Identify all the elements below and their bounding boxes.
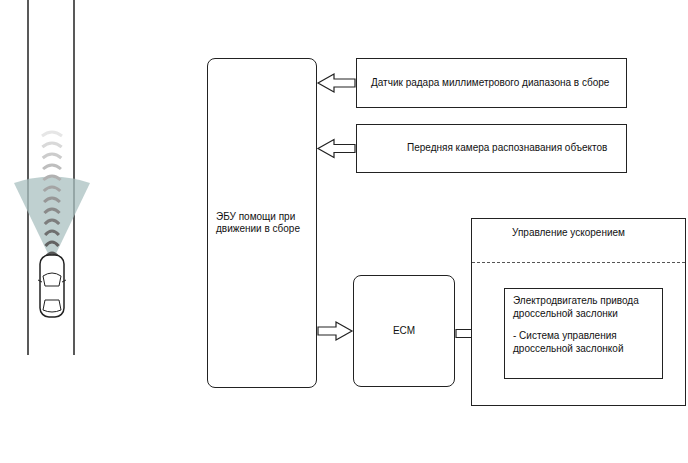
box-label: Датчик радара миллиметрового диапазона в… bbox=[371, 77, 618, 90]
box-label: ECM bbox=[360, 325, 448, 338]
box-label: Передняя камера распознавания объектов bbox=[407, 142, 618, 155]
camera-box: Передняя камера распознавания объектов bbox=[356, 124, 627, 173]
radar-wave bbox=[45, 220, 59, 224]
box-label: ЭБУ помощи при движении в сборе bbox=[216, 211, 308, 236]
box-label: Электродвигатель привода дроссельной зас… bbox=[513, 295, 654, 320]
radar-wave bbox=[43, 165, 61, 169]
radar-wave bbox=[42, 132, 62, 136]
group-header: Управление ускорением bbox=[472, 219, 685, 263]
radar-wave bbox=[44, 187, 61, 191]
sensor-box: Датчик радара миллиметрового диапазона в… bbox=[356, 58, 627, 108]
lane-line bbox=[27, 0, 29, 355]
block-arrow bbox=[318, 322, 352, 340]
block-arrow bbox=[318, 74, 355, 92]
radar-wave bbox=[44, 209, 59, 213]
radar-wave bbox=[46, 242, 59, 246]
radar-wave bbox=[44, 198, 60, 202]
sensor-cone bbox=[14, 177, 90, 263]
radar-wave bbox=[42, 143, 61, 147]
ecm-box: ECM bbox=[353, 275, 455, 387]
radar-waves bbox=[42, 132, 62, 257]
actuator-box: Электродвигатель привода дроссельной зас… bbox=[504, 288, 663, 379]
car-symbol bbox=[38, 255, 66, 317]
radar-wave bbox=[43, 154, 62, 158]
control-group-box: Управление ускорениемЭлектродвигатель пр… bbox=[471, 218, 686, 406]
radar-wave bbox=[43, 176, 60, 180]
lane-line bbox=[73, 0, 75, 355]
ecu-box: ЭБУ помощи при движении в сборе bbox=[207, 58, 317, 388]
radar-wave bbox=[45, 231, 59, 235]
block-arrow bbox=[318, 140, 355, 158]
box-label: - Система управления дроссельной заслонк… bbox=[513, 330, 654, 355]
group-title: Управление ускорением bbox=[512, 227, 685, 240]
